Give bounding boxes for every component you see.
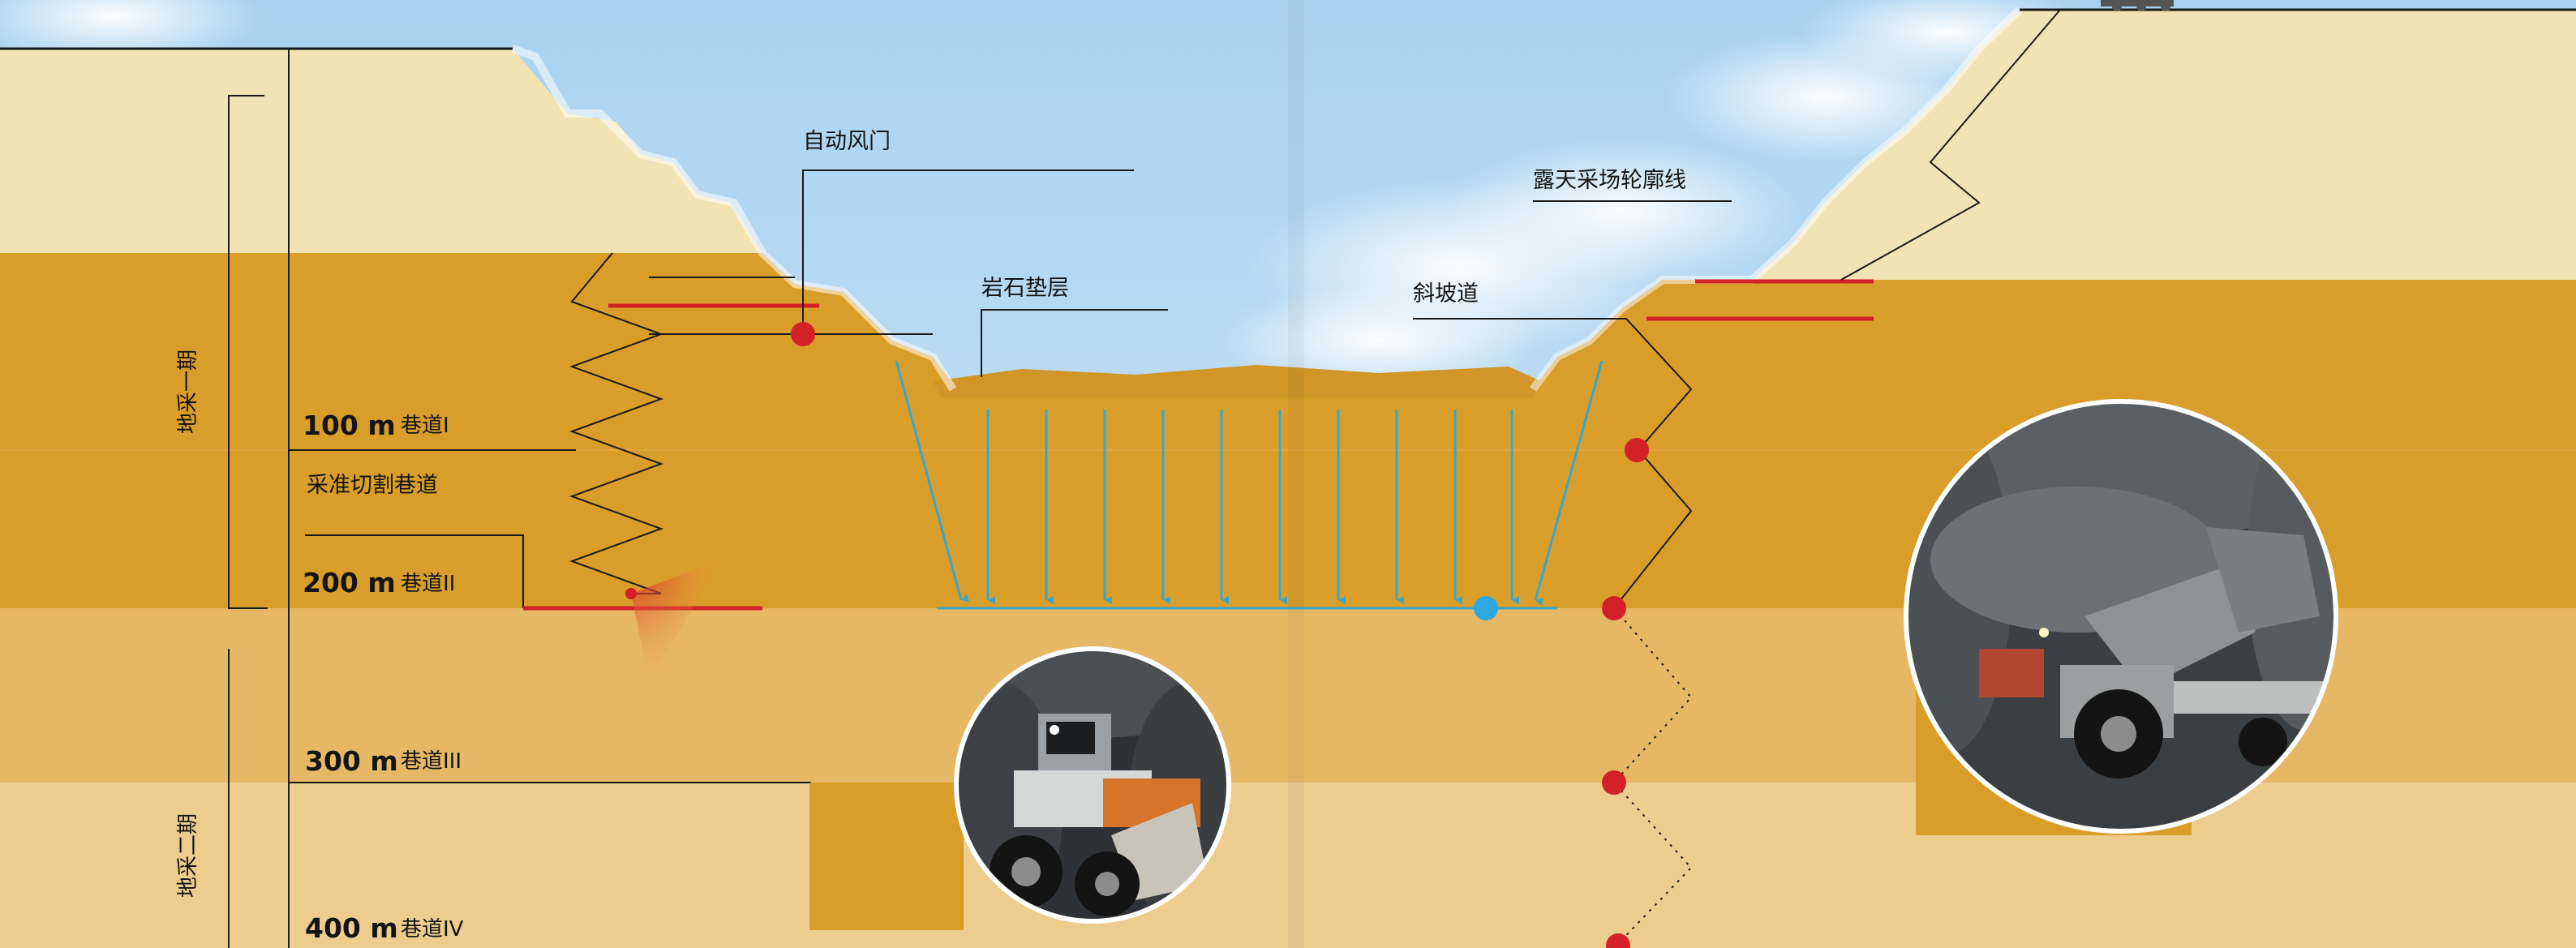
pit-outline-label: 露天采场轮廓线 xyxy=(1533,168,1686,193)
underground-loader-photo xyxy=(1906,401,2336,831)
ramp-label: 斜坡道 xyxy=(1413,281,1479,307)
surface-soil-left xyxy=(0,49,762,253)
tunnel-3: 巷道III xyxy=(401,749,462,774)
rock-cushion xyxy=(933,365,1541,397)
tunnel-4: 巷道IV xyxy=(401,917,464,942)
truck-icon xyxy=(2101,0,2174,11)
ramp-marker xyxy=(1625,438,1649,462)
ramp-marker xyxy=(1606,933,1630,948)
depth-300m: 300 m xyxy=(305,745,398,777)
phase1-label: 地采一期 xyxy=(176,349,201,435)
drill-fan xyxy=(631,560,722,681)
auto-door-label: 自动风门 xyxy=(803,129,891,154)
zigzag-shaft xyxy=(569,252,663,594)
ramp-marker xyxy=(1602,770,1626,795)
depth-100m: 100 m xyxy=(303,410,396,441)
phase1-bracket xyxy=(228,95,268,609)
phase2-label: 地采二期 xyxy=(176,813,201,899)
auto-door-marker xyxy=(791,322,815,346)
cutting-tunnel-label: 采准切割巷道 xyxy=(307,473,438,498)
blue-point-marker xyxy=(1474,596,1498,620)
tunnel-2: 巷道II xyxy=(401,572,456,596)
ramp-marker xyxy=(1602,596,1626,620)
caving-arrows xyxy=(895,360,1604,607)
tunnel-1: 巷道I xyxy=(401,414,449,438)
depth-400m: 400 m xyxy=(305,912,398,944)
depth-200m: 200 m xyxy=(303,567,396,598)
rock-cushion-label: 岩石垫层 xyxy=(981,276,1069,301)
